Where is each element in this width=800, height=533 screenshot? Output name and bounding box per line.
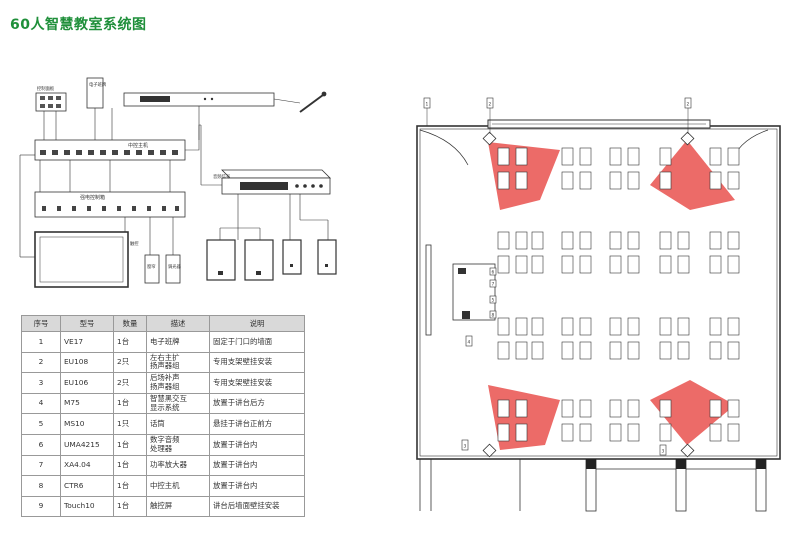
marker-7: 7	[492, 282, 495, 288]
marker-1: 1	[426, 102, 429, 108]
speaker-main-left	[206, 239, 236, 281]
cell-desc: 智慧黑交互显示系统	[146, 392, 210, 415]
cell-desc: 功率放大器	[146, 454, 210, 477]
cell-note: 放置于讲台内	[209, 433, 305, 456]
cell-no: 8	[21, 475, 61, 497]
power-sequencer-label: 强电控制箱	[80, 194, 105, 201]
cell-model: EU106	[60, 372, 114, 394]
cell-model: UMA4215	[60, 433, 114, 456]
cell-note: 讲台后墙面壁挂安装	[209, 495, 305, 518]
cell-note: 放置于讲台内	[209, 454, 305, 477]
speaker-main-right	[244, 239, 274, 281]
col-no: 序号	[21, 315, 61, 332]
door-card-label: 电子班牌	[89, 81, 107, 88]
power-amplifier	[221, 169, 331, 195]
marker-3-bottom-left: 3	[464, 444, 467, 450]
cell-note: 专用支架壁挂安装	[209, 372, 305, 394]
marker-4: 4	[468, 340, 471, 346]
marker-2-top-left: 2	[489, 102, 492, 108]
cell-desc: 话筒	[146, 413, 210, 435]
curtain-box: 窗帘	[144, 254, 160, 284]
audio-processor-unit	[123, 92, 275, 107]
speaker-rear-left	[282, 239, 302, 275]
power-sequencer: 强电控制箱	[34, 191, 186, 218]
touch-label: 触控	[130, 240, 139, 247]
cell-note: 专用支架壁挂安装	[209, 351, 305, 374]
central-control-host: 中控主机	[34, 139, 186, 161]
cell-model: VE17	[60, 331, 114, 353]
cell-note: 悬挂于讲台正前方	[209, 413, 305, 435]
cell-note: 放置于讲台后方	[209, 392, 305, 415]
cell-qty: 1台	[113, 475, 147, 497]
cell-desc: 触控屏	[146, 495, 210, 518]
cell-no: 3	[21, 372, 61, 394]
display-screen	[34, 231, 129, 288]
cell-qty: 1台	[113, 331, 147, 353]
cell-desc: 左右主扩扬声器组	[146, 351, 210, 374]
col-qty: 数量	[113, 315, 147, 332]
microphone	[299, 91, 327, 113]
cell-model: Touch10	[60, 495, 114, 518]
cell-model: XA4.04	[60, 454, 114, 477]
audio-signal-label: 音频信号	[213, 173, 230, 180]
cell-desc: 数字音频处理器	[146, 433, 210, 456]
cell-desc: 中控主机	[146, 475, 210, 497]
cell-qty: 2只	[113, 372, 147, 394]
cell-note: 放置于讲台内	[209, 475, 305, 497]
cell-model: M75	[60, 392, 114, 415]
cell-qty: 1台	[113, 392, 147, 415]
cell-desc: 后场补声扬声器组	[146, 372, 210, 394]
cell-no: 9	[21, 495, 61, 518]
col-model: 型号	[60, 315, 114, 332]
col-desc: 描述	[146, 315, 210, 332]
col-note: 说明	[209, 315, 305, 332]
page-title: 60人智慧教室系统图	[10, 17, 147, 33]
cell-no: 5	[21, 413, 61, 435]
marker-2-top-right: 2	[687, 102, 690, 108]
control-panel-label: 控制面板	[37, 85, 55, 92]
dimmer-label: 调光器	[168, 263, 182, 270]
marker-8: 8	[492, 313, 495, 319]
cell-no: 2	[21, 351, 61, 374]
cell-no: 4	[21, 392, 61, 415]
cell-qty: 2只	[113, 351, 147, 374]
dimmer-box: 调光器	[165, 254, 182, 284]
cell-qty: 1台	[113, 495, 147, 518]
cell-model: EU108	[60, 351, 114, 374]
cell-desc: 电子班牌	[146, 331, 210, 353]
floor-plan: 1 2 2 3 3 4 6 7 5 8	[416, 97, 781, 512]
marker-5: 5	[492, 298, 495, 304]
cell-model: MS10	[60, 413, 114, 435]
central-host-label: 中控主机	[128, 142, 148, 149]
cell-no: 7	[21, 454, 61, 477]
cell-qty: 1台	[113, 454, 147, 477]
cell-no: 6	[21, 433, 61, 456]
cell-qty: 1台	[113, 433, 147, 456]
electronic-door-card: 电子班牌	[86, 77, 107, 109]
marker-6: 6	[492, 270, 495, 276]
cell-no: 1	[21, 331, 61, 353]
marker-3-bottom-right: 3	[662, 449, 665, 455]
control-panel: 控制面板	[35, 85, 67, 112]
cell-note: 固定于门口的墙面	[209, 331, 305, 353]
cell-model: CTR6	[60, 475, 114, 497]
curtain-label: 窗帘	[147, 263, 156, 270]
speaker-rear-right	[317, 239, 337, 275]
cell-qty: 1只	[113, 413, 147, 435]
table-header-row: 序号 型号 数量 描述 说明	[21, 315, 305, 332]
